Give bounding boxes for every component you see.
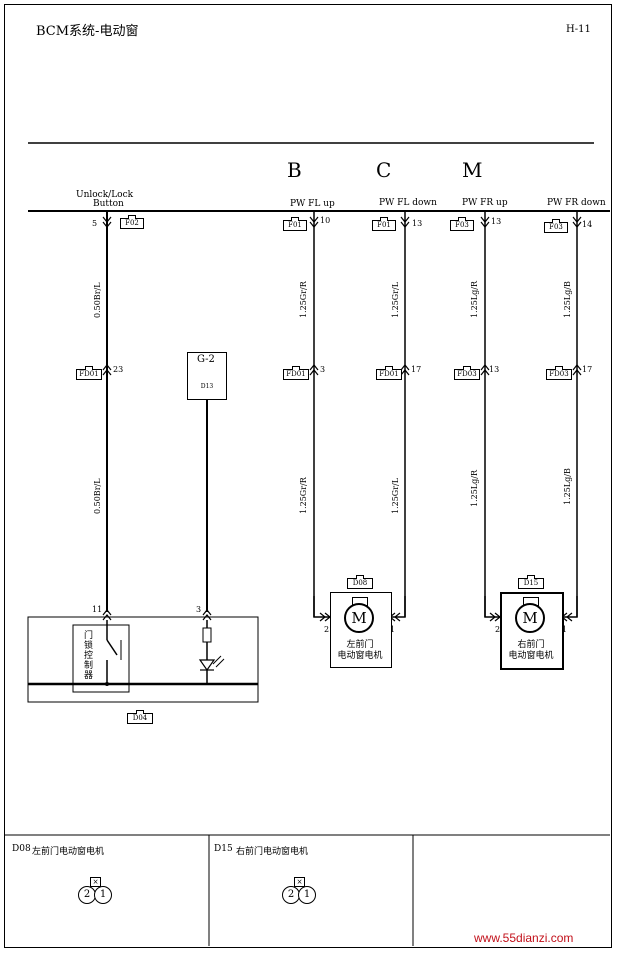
label-unlock-lock: Unlock/Lock [76, 190, 134, 200]
pin-top-1: 5 [92, 219, 98, 228]
legend-d08-pin1: 1 [94, 886, 112, 904]
label-button: Button [93, 199, 124, 209]
left-motor-pin-1: 1 [390, 625, 396, 634]
right-motor-line2: 电动窗电机 [508, 651, 554, 661]
connector-d15: D15 [518, 575, 544, 589]
pin-top-5: 14 [582, 220, 593, 229]
wire-label-3-bot: 1.25Gr/L [391, 477, 400, 514]
wire-label-5-bot: 1.25Lg/B [563, 468, 572, 505]
watermark: www.55dianzi.com [474, 931, 574, 945]
left-motor-pin-2: 2 [324, 625, 330, 634]
wire-label-2-top: 1.25Gr/R [299, 281, 308, 318]
door-switch-pin-a: 11 [92, 605, 103, 614]
wire-label-1-bot: 0.50Br/L [93, 478, 102, 514]
left-motor-line2: 电动窗电机 [337, 651, 383, 661]
pin-top-3: 13 [412, 219, 423, 228]
section-b: B [287, 158, 302, 182]
pin-mid-2: 3 [320, 365, 326, 374]
right-motor-pin-1: 1 [562, 625, 568, 634]
connector-f03-b: F03 [544, 219, 568, 233]
connector-d08: D08 [347, 575, 373, 589]
pin-mid-5: 17 [582, 365, 593, 374]
right-motor-symbol: M [515, 603, 545, 633]
pin-top-2: 10 [320, 216, 331, 225]
legend-d15-plug-lock-icon: × [294, 877, 305, 887]
section-m: M [462, 158, 483, 182]
pin-mid-1: 23 [113, 365, 124, 374]
right-motor-line1: 右前门 [517, 640, 545, 650]
connector-fd03-b: FD03 [546, 366, 572, 380]
wire-label-4-top: 1.25Lg/R [470, 281, 479, 318]
page-title: BCM系统-电动窗 [36, 24, 139, 39]
connector-fd01-a: FD01 [76, 366, 102, 380]
connector-f01-b: F01 [372, 217, 396, 231]
ground-name: G-2 [197, 354, 215, 365]
ground-connector: D13 [200, 383, 214, 390]
ground-box [187, 352, 227, 400]
left-motor-symbol: M [344, 603, 374, 633]
section-c: C [376, 158, 392, 182]
wire-label-3-top: 1.25Gr/L [391, 281, 400, 318]
legend-d08-code: D08 [12, 844, 31, 854]
legend-d15-desc: 右前门电动窗电机 [236, 847, 309, 857]
legend-d15-pin1: 1 [298, 886, 316, 904]
connector-f03-a: F03 [450, 217, 474, 231]
label-pw-fr-down: PW FR down [547, 198, 606, 208]
legend-d08-desc: 左前门电动窗电机 [32, 847, 105, 857]
wire-label-4-bot: 1.25Lg/R [470, 470, 479, 507]
pin-top-4: 13 [491, 217, 502, 226]
page-id: H-11 [566, 24, 591, 35]
connector-fd01-c: FD01 [376, 366, 402, 380]
label-pw-fl-down: PW FL down [379, 198, 437, 208]
label-pw-fl-up: PW FL up [290, 199, 335, 209]
pin-mid-3: 17 [411, 365, 422, 374]
legend-d08-plug-lock-icon: × [90, 877, 101, 887]
left-motor-line1: 左前门 [346, 640, 374, 650]
pin-mid-4: 13 [489, 365, 500, 374]
connector-d04: D04 [127, 710, 153, 724]
connector-fd01-b: FD01 [283, 366, 309, 380]
wire-label-1-top: 0.50Br/L [93, 282, 102, 318]
door-switch-label: 门锁控制器 [84, 631, 94, 681]
wire-label-5-top: 1.25Lg/B [563, 281, 572, 318]
connector-f01-a: F01 [283, 217, 307, 231]
legend-d15-code: D15 [214, 844, 233, 854]
right-motor-pin-2: 2 [495, 625, 501, 634]
label-pw-fr-up: PW FR up [462, 198, 508, 208]
diagram-frame [4, 4, 612, 948]
connector-fd03-a: FD03 [454, 366, 480, 380]
connector-f02: F02 [120, 215, 144, 229]
wire-label-2-bot: 1.25Gr/R [299, 477, 308, 514]
door-switch-pin-b: 3 [196, 605, 202, 614]
